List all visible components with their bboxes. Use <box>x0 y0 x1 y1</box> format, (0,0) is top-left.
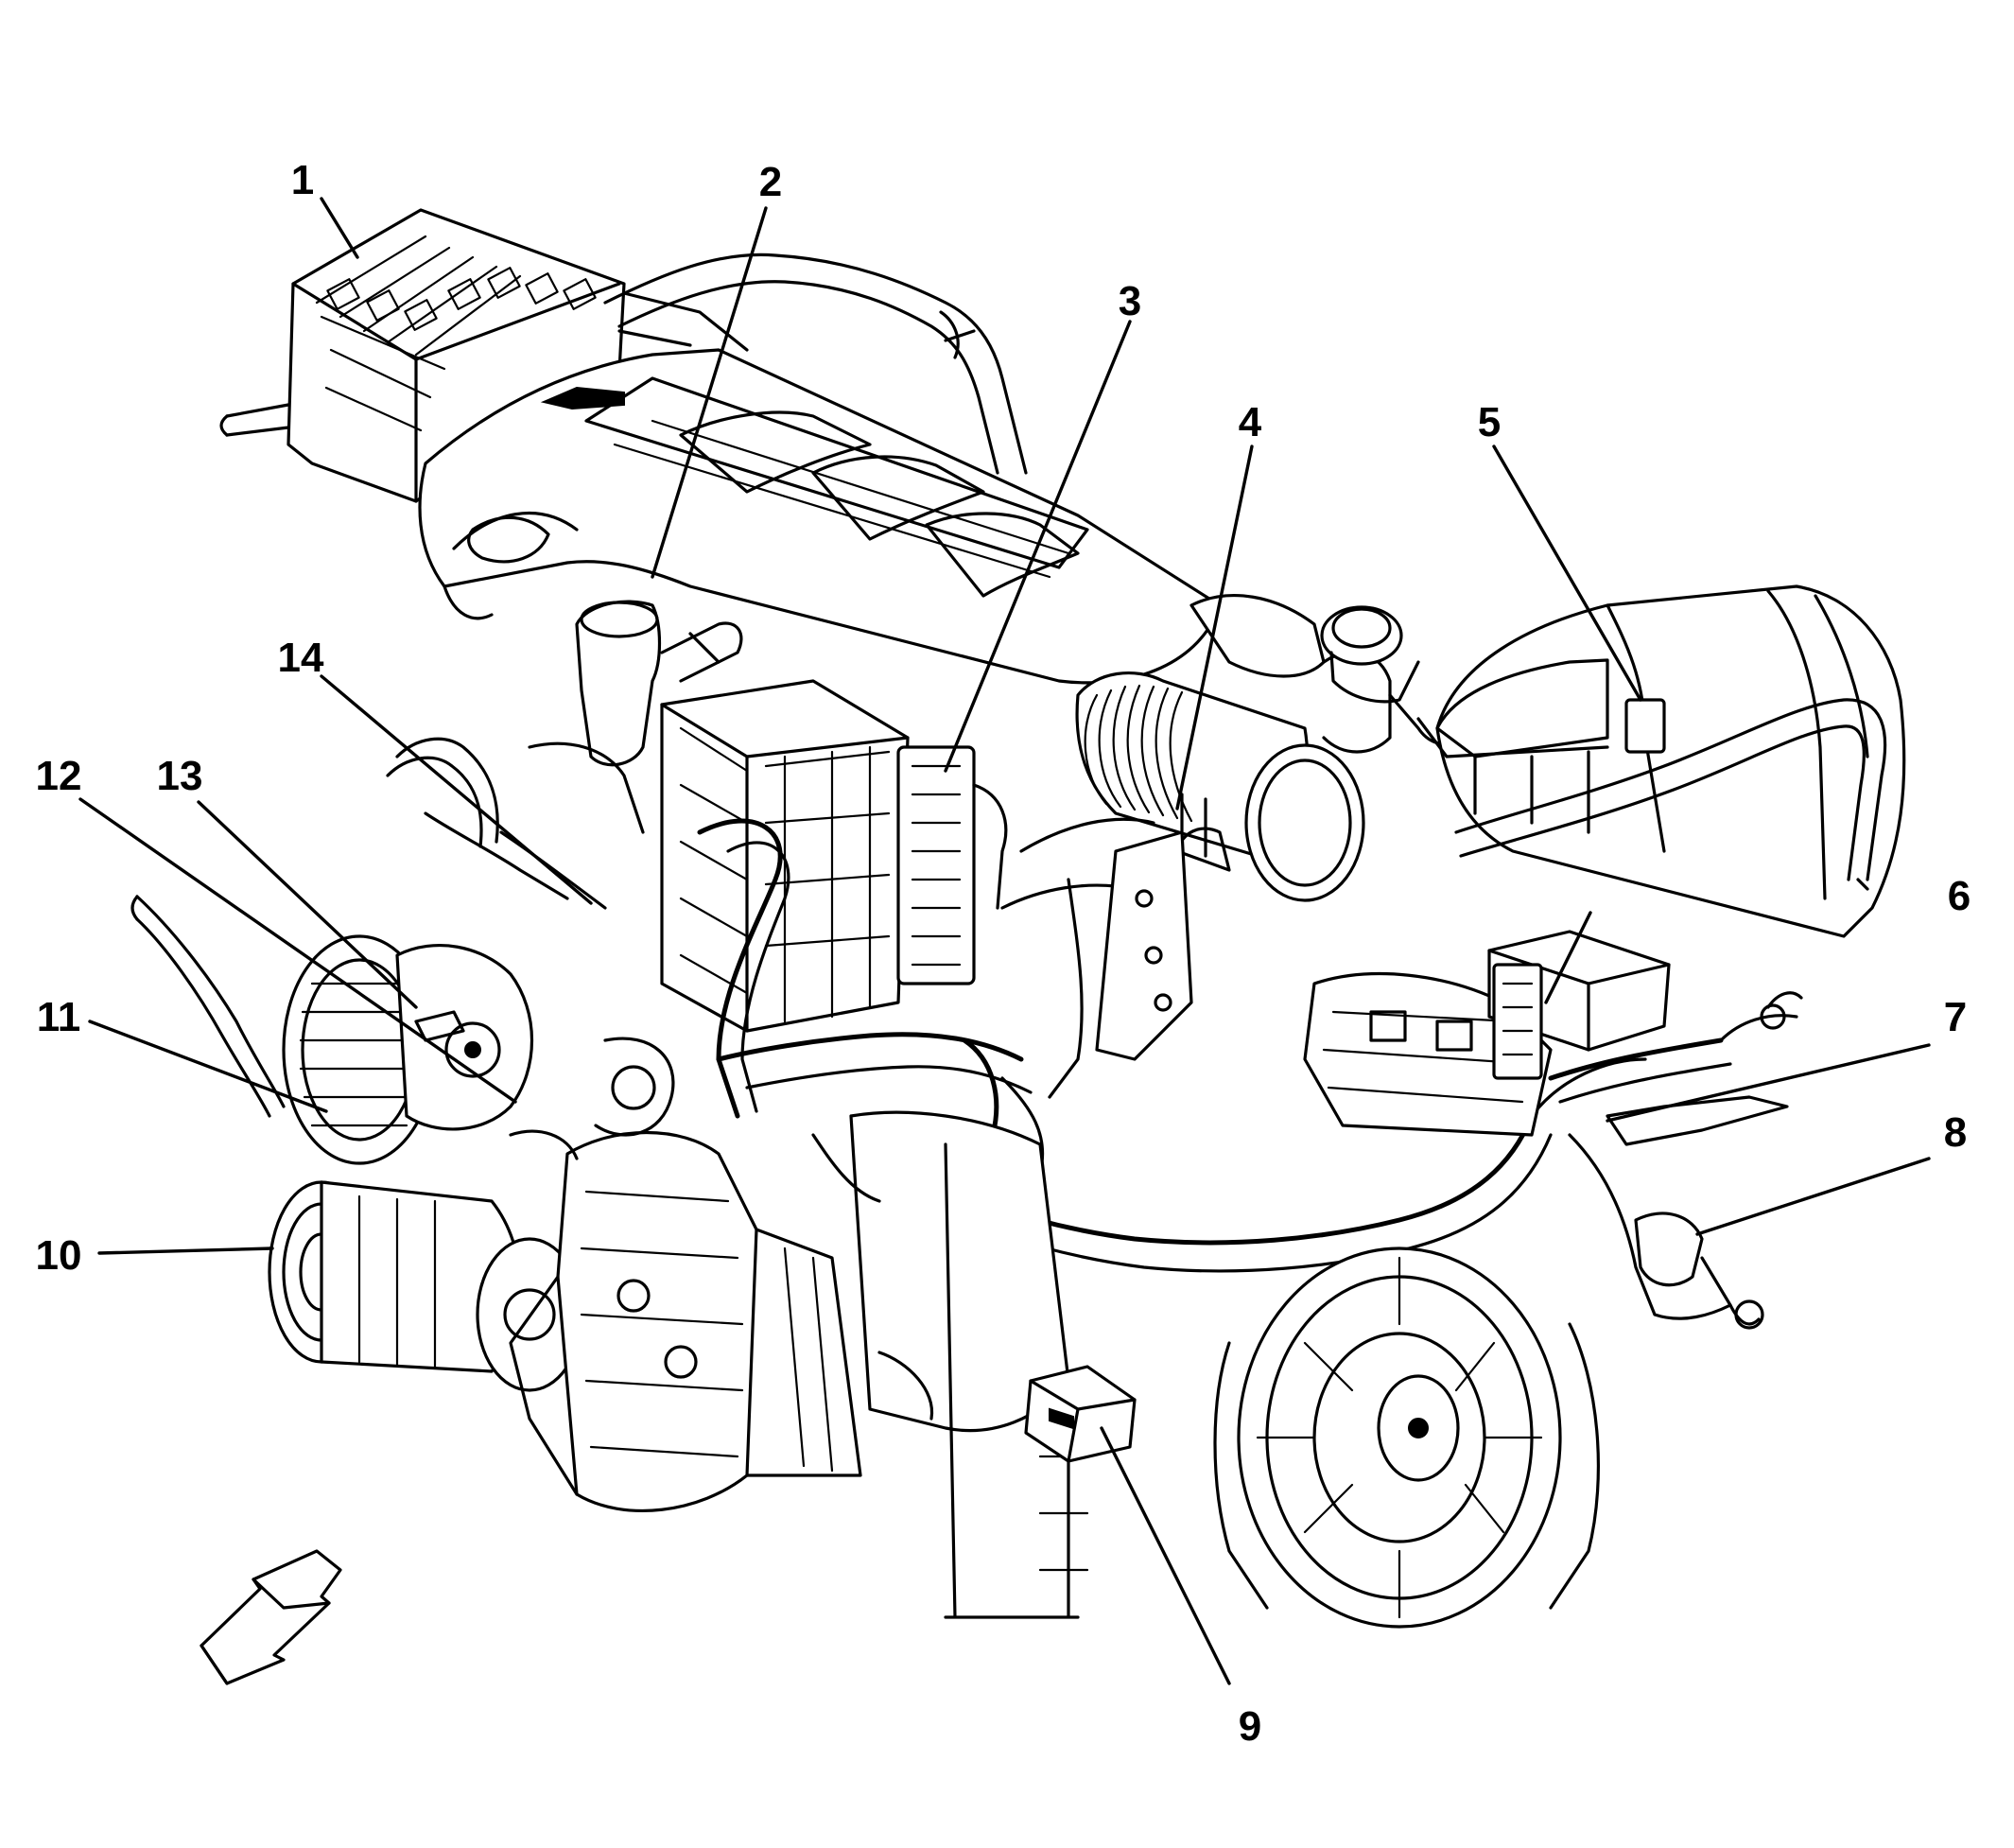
callout-leader-lines <box>78 197 1931 1685</box>
callout-label-5: 5 <box>1478 399 1501 445</box>
throttle-body <box>1075 671 1365 902</box>
leader-line-11 <box>88 1020 328 1113</box>
leader-line-2 <box>651 206 768 579</box>
leader-line-1 <box>320 197 359 259</box>
leader-line-9 <box>1100 1426 1231 1685</box>
control-module <box>660 679 1008 1033</box>
callout-label-2: 2 <box>759 159 782 205</box>
callout-label-14: 14 <box>278 635 324 681</box>
callout-labels: 1 2 3 4 5 6 7 8 9 10 11 12 13 14 <box>36 157 1971 1750</box>
callout-label-4: 4 <box>1239 399 1262 445</box>
callout-label-7: 7 <box>1944 994 1967 1040</box>
callout-label-8: 8 <box>1944 1109 1967 1156</box>
transmission-bell-housing <box>1213 1247 1600 1629</box>
callout-label-11: 11 <box>37 994 81 1040</box>
alternator <box>282 934 533 1165</box>
leader-line-4 <box>1175 445 1254 811</box>
callout-label-3: 3 <box>1119 278 1141 324</box>
callout-label-9: 9 <box>1239 1703 1261 1750</box>
engine-cover <box>418 348 1222 685</box>
engine-block <box>509 1130 862 1513</box>
brake-fluid-reservoir <box>575 600 743 767</box>
module-right-mid <box>1487 930 1671 1080</box>
leader-line-8 <box>1695 1157 1931 1236</box>
leader-line-5 <box>1492 445 1642 702</box>
sensor-module-lower <box>1024 1365 1137 1463</box>
callout-label-6: 6 <box>1948 873 1971 919</box>
air-cleaner-housing <box>1416 584 1906 938</box>
engine-illustration <box>130 208 1906 1629</box>
leader-line-14 <box>320 674 593 905</box>
ac-compressor <box>268 1180 583 1392</box>
callout-label-10: 10 <box>36 1232 82 1279</box>
leader-line-3 <box>944 320 1132 773</box>
front-direction-arrow-icon <box>200 1549 342 1685</box>
leader-line-6 <box>1544 911 1592 1004</box>
callout-label-12: 12 <box>36 753 82 799</box>
leader-line-12 <box>78 797 517 1104</box>
leader-line-10 <box>97 1247 274 1255</box>
leader-line-13 <box>197 800 418 1009</box>
leader-line-7 <box>1606 1043 1931 1123</box>
fuse-relay-block <box>219 208 749 503</box>
callout-label-1: 1 <box>291 157 314 203</box>
callout-label-13: 13 <box>157 753 203 799</box>
